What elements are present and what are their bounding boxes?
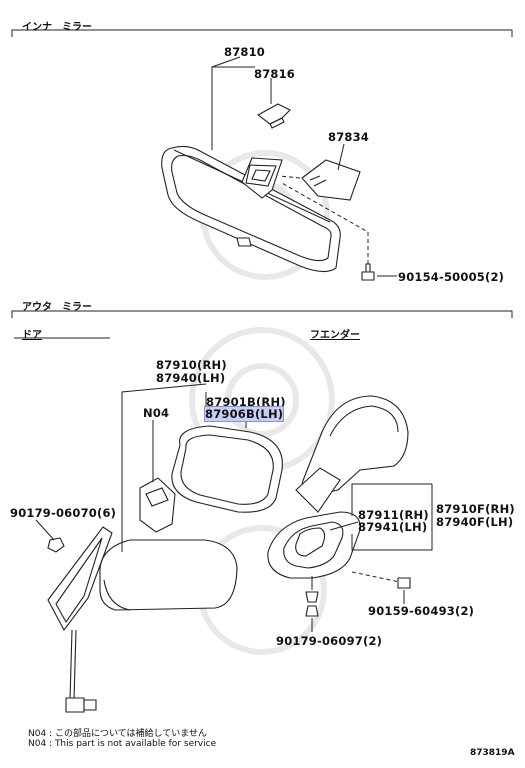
clip-87816 [256, 103, 291, 129]
inner-mirror-bracket [11, 29, 513, 37]
screw-90154 [361, 263, 375, 281]
part-label-90179-06070[interactable]: 90179-06070(6) [10, 506, 117, 520]
section-fender: フエンダー [310, 330, 360, 341]
part-label-87910-rh[interactable]: 87910(RH) [156, 358, 227, 372]
section-door: ドア [22, 330, 42, 341]
part-label-87906b-lh[interactable]: 87906B(LH) [203, 406, 285, 422]
part-label-87910f-rh[interactable]: 87910F(RH) [436, 502, 515, 516]
section-inner-mirror: インナ ミラー [22, 22, 92, 33]
part-label-n04[interactable]: N04 [143, 406, 170, 420]
part-label-90179-06097[interactable]: 90179-06097(2) [276, 634, 383, 648]
diagram-id: 873819A [470, 748, 515, 758]
section-outer-mirror: アウタ ミラー [22, 302, 92, 313]
inner-mirror-assembly [161, 145, 341, 273]
part-label-87911-rh[interactable]: 87911(RH) [358, 508, 429, 522]
part-label-87816[interactable]: 87816 [254, 67, 296, 81]
part-label-87901b-rh[interactable]: 87901B(RH) [206, 395, 286, 409]
part-label-87940f-lh[interactable]: 87940F(LH) [436, 515, 514, 529]
part-label-87834[interactable]: 87834 [328, 130, 370, 144]
part-label-90159-60493[interactable]: 90159-60493(2) [368, 604, 475, 618]
part-label-87810[interactable]: 87810 [224, 45, 266, 59]
cover-87834 [301, 159, 361, 201]
mirror-glass-87901b [171, 425, 283, 513]
note-english: N04 : This part is not available for ser… [28, 739, 217, 749]
note-japanese: N04 : この部品については補給していません [28, 729, 207, 739]
part-label-87941-lh[interactable]: 87941(LH) [358, 520, 428, 534]
outer-mirror-bracket [11, 310, 513, 318]
fender-mirror-assembly [267, 395, 411, 617]
part-label-87940-lh[interactable]: 87940(LH) [156, 371, 226, 385]
door-mirror-assembly [47, 477, 238, 713]
part-label-90154[interactable]: 90154-50005(2) [398, 270, 505, 284]
